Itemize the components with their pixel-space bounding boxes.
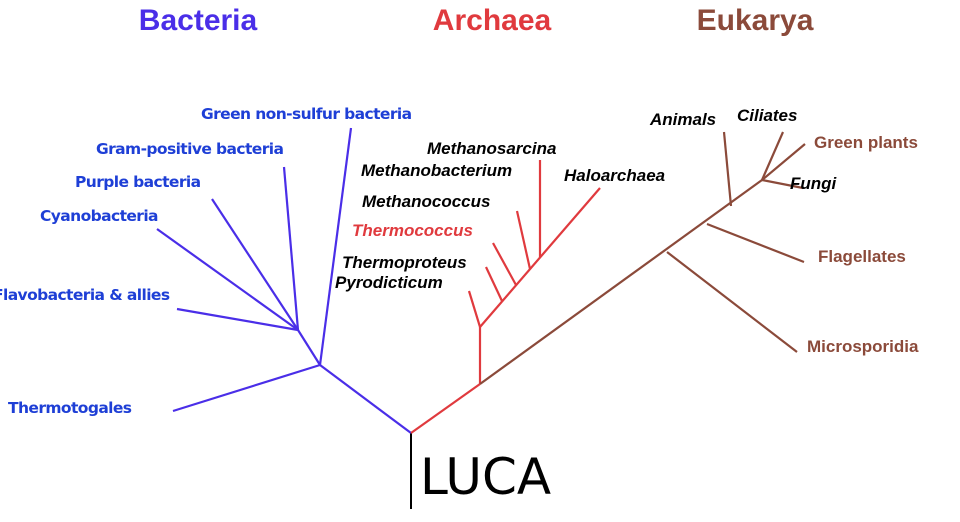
bacteria-stem <box>319 364 412 434</box>
bacteria-inner-node <box>297 329 321 366</box>
label-gram-positive: Gram-positive bacteria <box>96 140 283 158</box>
branch-thermotogales <box>172 363 321 413</box>
branch-animals <box>722 131 733 207</box>
archaea-labels: Methanosarcina Methanobacterium Haloarch… <box>335 139 665 292</box>
eukarya-labels: Animals Ciliates Green plants Fungi Flag… <box>649 106 919 356</box>
label-methanococcus: Methanococcus <box>362 192 490 211</box>
label-purple: Purple bacteria <box>75 173 201 191</box>
archaea-main-axis <box>479 187 601 328</box>
branch-microsporidia <box>666 251 798 353</box>
label-cyanobacteria: Cyanobacteria <box>40 207 158 225</box>
label-microsporidia: Microsporidia <box>807 337 919 356</box>
label-flavobacteria: Flavobacteria & allies <box>0 286 170 304</box>
branch-ciliates <box>760 131 785 181</box>
label-flagellates: Flagellates <box>818 247 906 266</box>
branch-pyrodicticum <box>467 290 482 328</box>
label-animals: Animals <box>649 110 716 129</box>
eukarya-branches <box>479 131 806 385</box>
branch-green-plants <box>761 143 806 181</box>
bacteria-labels: Green non-sulfur bacteria Gram-positive … <box>0 105 412 417</box>
label-methanobacterium: Methanobacterium <box>361 161 512 180</box>
branch-flagellates <box>706 222 805 264</box>
root-label: LUCA <box>420 448 551 506</box>
eukarya-main-axis <box>479 179 763 385</box>
branch-methanococcus <box>515 210 532 270</box>
label-thermococcus: Thermococcus <box>352 221 473 240</box>
label-pyrodicticum: Pyrodicticum <box>335 273 443 292</box>
eukarya-title: Eukarya <box>697 4 814 37</box>
branch-fungi <box>761 178 804 190</box>
label-thermotogales: Thermotogales <box>8 399 132 417</box>
archaea-branches <box>410 160 601 434</box>
branch-green-non-sulfur <box>318 127 353 366</box>
bacteria-title: Bacteria <box>139 4 258 37</box>
branch-gram-positive <box>282 166 300 331</box>
label-ciliates: Ciliates <box>737 106 797 125</box>
label-methanosarcina: Methanosarcina <box>427 139 556 158</box>
label-green-plants: Green plants <box>814 133 918 152</box>
archaea-stem-lower <box>410 383 481 434</box>
label-haloarchaea: Haloarchaea <box>564 166 665 185</box>
branch-thermococcus <box>492 242 517 286</box>
label-thermoproteus: Thermoproteus <box>342 253 467 272</box>
branch-cyanobacteria <box>156 228 299 331</box>
label-fungi: Fungi <box>790 174 838 193</box>
branch-flavobacteria <box>176 307 299 332</box>
bacteria-branches <box>156 127 412 434</box>
label-green-non-sulfur: Green non-sulfur bacteria <box>201 105 412 123</box>
branch-thermoproteus <box>485 266 503 302</box>
branch-purple <box>211 198 299 331</box>
archaea-title: Archaea <box>433 4 552 37</box>
